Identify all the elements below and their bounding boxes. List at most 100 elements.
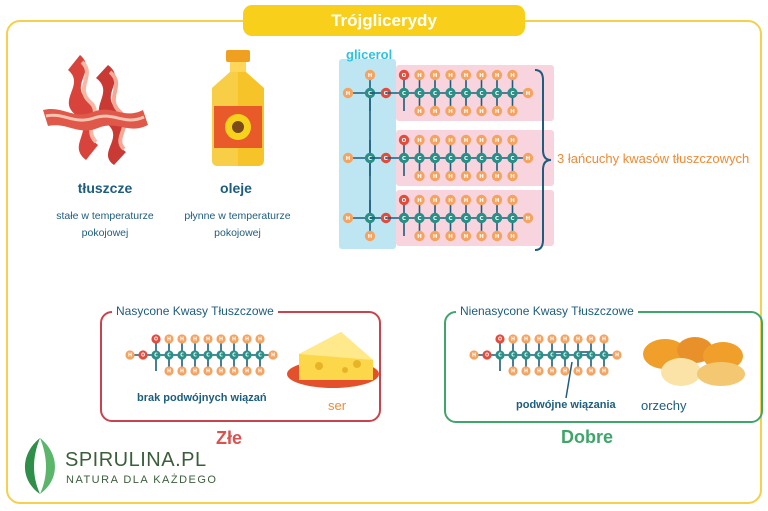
atom-c — [414, 87, 425, 99]
atom-h — [255, 366, 265, 376]
atom-c — [521, 350, 531, 360]
atom-h — [460, 105, 472, 117]
atom-label: H — [510, 234, 515, 240]
atom-c — [414, 152, 425, 164]
atom-o — [482, 350, 492, 360]
atom-h — [364, 69, 376, 81]
atom-label: H — [448, 73, 453, 79]
atom-label: C — [563, 353, 567, 359]
atom-label: H — [128, 353, 132, 359]
atom-label: H — [479, 234, 484, 240]
atom-label: C — [448, 216, 452, 222]
atom-label: H — [219, 337, 223, 343]
atom-h — [507, 170, 518, 182]
atom-o — [151, 334, 161, 344]
atom-o — [495, 334, 505, 344]
oil-bottle-illustration — [212, 50, 264, 166]
atom-label: H — [589, 369, 593, 375]
atom-label: O — [498, 337, 502, 343]
atom-c — [445, 212, 456, 224]
atom-h — [476, 194, 487, 206]
atom-label: H — [464, 73, 469, 79]
atom-h — [242, 334, 252, 344]
atom-h — [414, 134, 425, 146]
atom-label: H — [510, 174, 515, 180]
atom-c — [190, 350, 200, 360]
atom-label: H — [206, 337, 210, 343]
atom-h — [560, 366, 570, 376]
atom-h — [460, 194, 472, 206]
atom-c — [476, 87, 487, 99]
atom-h — [476, 105, 487, 117]
atom-h — [534, 334, 544, 344]
chains-label: 3 łańcuchy kwasów tłuszczowych — [557, 151, 750, 166]
atom-label: H — [417, 138, 422, 144]
atom-c — [429, 212, 441, 224]
atom-label: C — [510, 156, 514, 162]
atom-h — [586, 366, 596, 376]
atom-label: H — [258, 369, 262, 375]
atom-label: C — [511, 353, 515, 359]
leaf-logo-icon — [25, 438, 55, 494]
atom-label: O — [141, 353, 145, 359]
atom-label: C — [402, 216, 406, 222]
cheese-illustration — [287, 332, 379, 388]
saturated-verdict: Złe — [216, 428, 243, 448]
atom-h — [469, 350, 479, 360]
atom-label: H — [615, 353, 619, 359]
atom-h — [190, 366, 200, 376]
saturated-title: Nasycone Kwasy Tłuszczowe — [112, 304, 278, 318]
atom-label: H — [346, 216, 351, 222]
atom-h — [414, 105, 425, 117]
atom-h — [507, 194, 518, 206]
atom-c — [586, 350, 596, 360]
atom-h — [460, 69, 472, 81]
atom-label: H — [563, 369, 567, 375]
atom-label: C — [464, 91, 468, 97]
atom-h — [612, 350, 622, 360]
atom-h — [507, 69, 518, 81]
atom-h — [268, 350, 278, 360]
atom-label: H — [472, 353, 476, 359]
atom-h — [476, 69, 487, 81]
atom-label: H — [464, 174, 469, 180]
atom-label: C — [464, 216, 468, 222]
atom-c — [429, 152, 441, 164]
atom-h — [445, 69, 456, 81]
atom-c — [491, 212, 503, 224]
atom-c — [255, 350, 265, 360]
atom-h — [429, 69, 441, 81]
fats-solid-desc-2: pokojowej — [81, 227, 129, 239]
atom-c — [491, 87, 503, 99]
atom-label: H — [526, 216, 531, 222]
atom-h — [429, 170, 441, 182]
atom-h — [429, 194, 441, 206]
atom-c — [460, 152, 472, 164]
atom-o — [398, 134, 410, 146]
atom-label: C — [402, 156, 406, 162]
atom-label: H — [167, 369, 171, 375]
atom-label: C — [433, 216, 437, 222]
atom-label: C — [510, 91, 514, 97]
double-bond-pointer — [565, 361, 573, 399]
atom-label: H — [495, 109, 500, 115]
atom-label: O — [384, 91, 389, 97]
atom-label: H — [258, 337, 262, 343]
atom-label: H — [524, 337, 528, 343]
atom-h — [445, 170, 456, 182]
atom-label: C — [167, 353, 171, 359]
atom-label: C — [498, 353, 502, 359]
atom-label: H — [495, 174, 500, 180]
atom-h — [429, 230, 441, 242]
atom-label: C — [154, 353, 158, 359]
atom-label: H — [464, 234, 469, 240]
glycerol-label: glicerol — [346, 47, 393, 62]
atom-label: H — [479, 73, 484, 79]
atom-h — [445, 194, 456, 206]
atom-h — [342, 152, 354, 164]
atom-label: O — [402, 198, 407, 204]
atom-h — [445, 230, 456, 242]
atom-h — [460, 170, 472, 182]
